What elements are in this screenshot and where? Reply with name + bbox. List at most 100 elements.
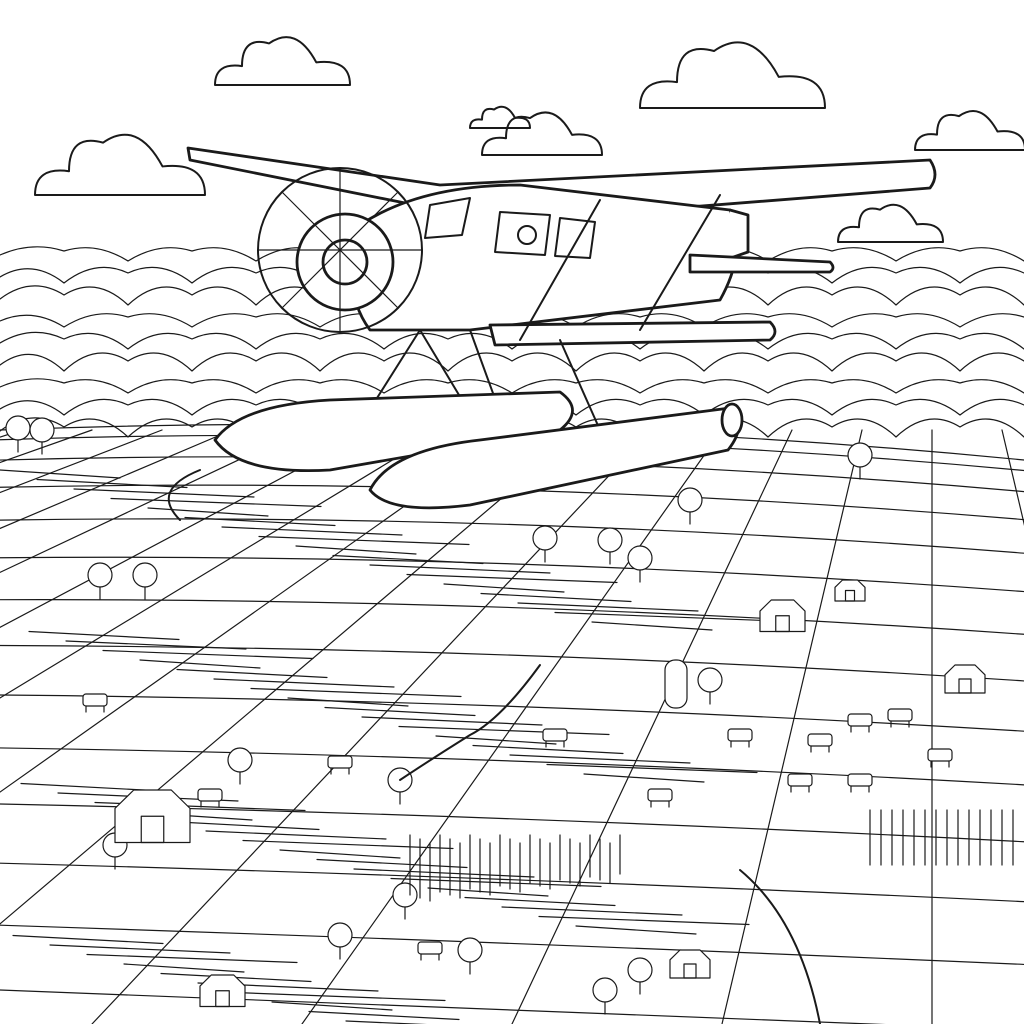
tree <box>87 562 113 588</box>
tree <box>592 977 618 1003</box>
cloud <box>639 41 826 109</box>
hill-ridge <box>0 378 1024 394</box>
field-boundary <box>0 429 23 438</box>
crop-row <box>390 877 602 888</box>
cow-legs <box>850 785 870 793</box>
field-boundary <box>0 644 1024 682</box>
cloud <box>214 36 351 86</box>
road <box>167 469 201 521</box>
barn-door <box>683 963 697 979</box>
spinner <box>321 238 369 286</box>
engine-cowling <box>295 212 395 312</box>
cow <box>927 748 953 762</box>
pilot-head <box>517 225 537 245</box>
crop-row <box>184 516 336 527</box>
crop-row <box>36 478 188 489</box>
tree <box>627 957 653 983</box>
crop-row <box>271 1001 393 1011</box>
field-boundary <box>301 429 723 1024</box>
tree <box>597 527 623 553</box>
crop-row <box>86 953 298 964</box>
crop-row <box>398 725 610 736</box>
cow <box>847 713 873 727</box>
cow <box>887 708 913 722</box>
cow-legs <box>200 800 220 808</box>
cloud <box>34 133 206 196</box>
field-boundary <box>0 556 1024 593</box>
crop-row <box>324 706 476 717</box>
crop-row <box>443 583 565 593</box>
crop-row <box>205 830 387 840</box>
field-boundary <box>91 429 653 1024</box>
crop-row <box>546 763 758 774</box>
road <box>739 869 821 1024</box>
cloud <box>469 105 531 129</box>
barn-door <box>140 815 165 844</box>
crop-row <box>213 678 395 688</box>
crop-row <box>168 820 320 831</box>
barn-door <box>775 615 790 633</box>
crop-row <box>353 868 535 878</box>
cow-legs <box>810 745 830 753</box>
crop-row <box>427 887 549 897</box>
crop-row <box>65 640 247 650</box>
crop-row <box>332 554 484 565</box>
crop-row <box>49 944 231 954</box>
barn-door <box>958 678 972 694</box>
crop-row <box>345 1020 428 1024</box>
cow-legs <box>790 785 810 793</box>
cow-legs <box>545 740 565 748</box>
clouds <box>34 36 1024 243</box>
cow-legs <box>420 953 440 961</box>
left-float <box>213 390 574 472</box>
cow <box>197 788 223 802</box>
crop-row <box>480 592 632 603</box>
tree <box>132 562 158 588</box>
cloud <box>481 111 603 156</box>
field-boundary <box>0 924 1024 966</box>
crop-row <box>102 649 314 660</box>
crop-row <box>361 716 543 726</box>
cow-legs <box>930 760 950 768</box>
crop-row <box>435 735 557 745</box>
tree <box>457 937 483 963</box>
field-boundary <box>511 429 793 1024</box>
crop-row <box>575 925 697 935</box>
field-boundary <box>0 518 1024 554</box>
lower-wing <box>488 320 777 347</box>
crop-row <box>287 697 409 707</box>
cow-legs <box>850 725 870 733</box>
barn-door <box>844 589 856 602</box>
crop-row <box>591 621 713 631</box>
cockpit-window <box>494 211 551 256</box>
field-boundary <box>721 429 863 1024</box>
cloud <box>914 110 1024 151</box>
barn-door <box>215 990 230 1008</box>
crop-row <box>250 687 462 698</box>
tree <box>532 525 558 551</box>
tail-plane <box>688 253 835 274</box>
crop-row <box>583 773 705 783</box>
field-boundary <box>0 429 373 628</box>
crop-row <box>28 630 180 641</box>
cow-legs <box>730 740 750 748</box>
tree <box>227 747 253 773</box>
crop-row <box>242 839 454 850</box>
field-boundary <box>0 429 583 925</box>
cloud <box>837 203 944 243</box>
cow-legs <box>330 767 350 775</box>
crop-row <box>472 744 624 755</box>
cow <box>82 693 108 707</box>
tree <box>327 922 353 948</box>
cow <box>787 773 813 787</box>
cow-legs <box>85 705 105 713</box>
cow <box>417 941 443 955</box>
window <box>554 217 596 259</box>
crop-row <box>139 659 261 669</box>
field-boundary <box>0 694 1024 732</box>
tree <box>392 882 418 908</box>
field-boundary <box>0 599 1024 635</box>
cow <box>727 728 753 742</box>
crop-row <box>316 858 468 869</box>
farm-objects <box>5 415 1014 1024</box>
